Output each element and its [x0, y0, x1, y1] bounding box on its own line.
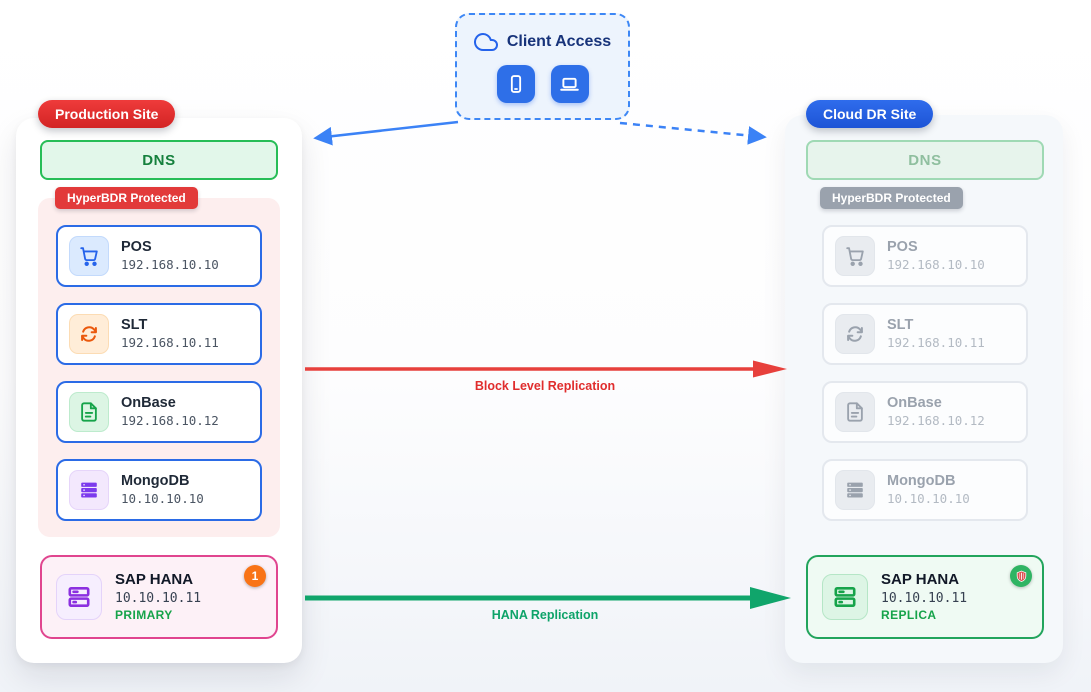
- client-access-label: Client Access: [506, 33, 612, 50]
- server-ip: 192.168.10.10: [887, 257, 985, 273]
- client-devices: [496, 65, 589, 103]
- dr-server-slt: SLT 192.168.10.11: [822, 303, 1028, 365]
- production-server-pos: POS 192.168.10.10: [56, 225, 262, 287]
- server-icon: [69, 470, 109, 510]
- production-site-badge: Production Site: [38, 100, 176, 128]
- server-name: SLT: [887, 317, 914, 334]
- hana-replication-label: HANA Replication: [491, 608, 599, 622]
- sap-hana-ip: 10.10.10.11: [881, 590, 968, 606]
- server-name: POS: [887, 239, 918, 256]
- server-ip: 192.168.10.11: [121, 335, 219, 351]
- server-ip: 192.168.10.10: [121, 257, 219, 273]
- server-info: POS 192.168.10.10: [887, 238, 985, 273]
- laptop-device-icon: [550, 65, 589, 103]
- production-sap-hana: SAP HANA 10.10.10.11 PRIMARY 1: [40, 555, 278, 639]
- server-ip: 192.168.10.11: [887, 335, 985, 351]
- server-ip: 192.168.10.12: [121, 413, 219, 429]
- client-access-title: Client Access: [473, 30, 612, 54]
- sap-hana-info: SAP HANA 10.10.10.11 REPLICA: [881, 570, 967, 623]
- sap-hana-name: SAP HANA: [115, 571, 194, 589]
- sap-hana-info: SAP HANA 10.10.10.11 PRIMARY: [115, 570, 201, 623]
- client-to-dr-arrow: [619, 121, 767, 145]
- dr-hyperbdr-protected-badge: HyperBDR Protected: [820, 187, 963, 209]
- block-replication-arrowhead: [753, 360, 787, 378]
- server-info: MongoDB 10.10.10.10: [887, 472, 970, 507]
- dr-server-onbase: OnBase 192.168.10.12: [822, 381, 1028, 443]
- server-info: POS 192.168.10.10: [121, 238, 219, 273]
- cloud-icon: [473, 30, 498, 54]
- sap-hana-role: REPLICA: [881, 608, 937, 623]
- database-server-icon: [56, 574, 102, 620]
- server-info: OnBase 192.168.10.12: [121, 394, 219, 429]
- server-info: MongoDB 10.10.10.10: [121, 472, 204, 507]
- server-name: POS: [121, 239, 152, 256]
- sap-hana-role: PRIMARY: [115, 608, 173, 623]
- production-dns-box: DNS: [40, 140, 278, 180]
- server-ip: 10.10.10.10: [887, 491, 970, 507]
- mobile-device-icon: [496, 65, 535, 103]
- sap-hana-name: SAP HANA: [881, 571, 960, 589]
- production-server-onbase: OnBase 192.168.10.12: [56, 381, 262, 443]
- cart-icon: [835, 236, 875, 276]
- server-name: OnBase: [887, 395, 942, 412]
- production-server-mongodb: MongoDB 10.10.10.10: [56, 459, 262, 521]
- server-name: SLT: [121, 317, 148, 334]
- production-server-slt: SLT 192.168.10.11: [56, 303, 262, 365]
- sync-icon: [69, 314, 109, 354]
- server-name: OnBase: [121, 395, 176, 412]
- dr-dns-box: DNS: [806, 140, 1044, 180]
- dr-sap-hana: SAP HANA 10.10.10.11 REPLICA: [806, 555, 1044, 639]
- database-server-icon: [822, 574, 868, 620]
- document-icon: [835, 392, 875, 432]
- server-info: SLT 192.168.10.11: [121, 316, 219, 351]
- shield-badge: [1010, 565, 1032, 587]
- block-replication-label: Block Level Replication: [474, 379, 616, 393]
- client-to-production-arrow: [313, 120, 459, 146]
- dr-server-mongodb: MongoDB 10.10.10.10: [822, 459, 1028, 521]
- count-badge: 1: [244, 565, 266, 587]
- server-ip: 10.10.10.10: [121, 491, 204, 507]
- production-hyperbdr-protected-badge: HyperBDR Protected: [55, 187, 198, 209]
- server-info: SLT 192.168.10.11: [887, 316, 985, 351]
- dr-server-pos: POS 192.168.10.10: [822, 225, 1028, 287]
- server-info: OnBase 192.168.10.12: [887, 394, 985, 429]
- server-name: MongoDB: [121, 473, 190, 490]
- cart-icon: [69, 236, 109, 276]
- server-icon: [835, 470, 875, 510]
- server-name: MongoDB: [887, 473, 956, 490]
- client-access-box: Client Access: [455, 13, 630, 120]
- server-ip: 192.168.10.12: [887, 413, 985, 429]
- cloud-dr-site-badge: Cloud DR Site: [806, 100, 934, 128]
- document-icon: [69, 392, 109, 432]
- sap-hana-ip: 10.10.10.11: [115, 590, 202, 606]
- sync-icon: [835, 314, 875, 354]
